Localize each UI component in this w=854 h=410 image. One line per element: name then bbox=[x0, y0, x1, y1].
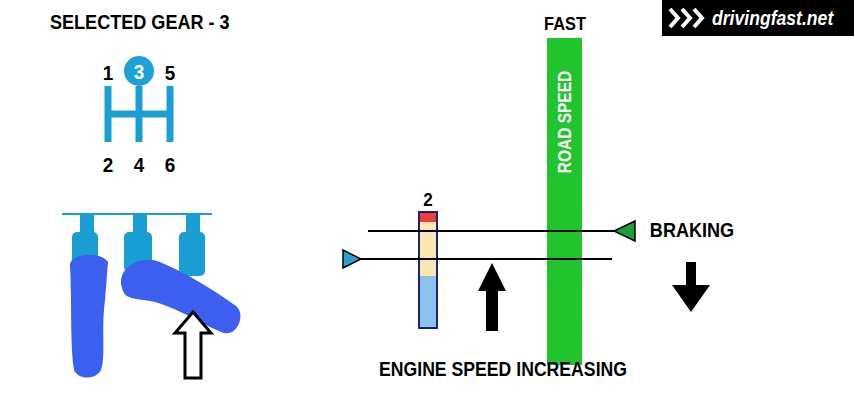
up-arrow bbox=[478, 263, 506, 331]
brake-pedal bbox=[124, 232, 152, 272]
road-speed-bar: FASTROAD SPEED bbox=[547, 38, 582, 365]
left-foot bbox=[70, 255, 108, 378]
gear-number: 6 bbox=[165, 154, 176, 175]
node-label: 3 bbox=[134, 61, 145, 82]
throttle-pedal bbox=[179, 232, 205, 276]
node-text: ROAD SPEED bbox=[556, 71, 574, 173]
clutch-pedal bbox=[72, 232, 98, 268]
gear-number: 4 bbox=[134, 154, 145, 175]
title: SELECTED GEAR - 3 bbox=[50, 11, 230, 32]
gear-gate bbox=[105, 86, 112, 142]
pedal-arm bbox=[80, 214, 94, 234]
pedals bbox=[62, 214, 240, 378]
rev-bar: 2 bbox=[418, 211, 438, 329]
gear-pattern bbox=[105, 86, 173, 142]
selected-gear-circle: 3 bbox=[124, 56, 154, 86]
logo-box: drivingfast.net bbox=[662, 0, 854, 36]
right-foot bbox=[121, 260, 240, 334]
blip-arrow bbox=[175, 312, 211, 378]
down-arrow bbox=[672, 262, 710, 312]
gear-number: 5 bbox=[165, 62, 176, 83]
node-label: 2 bbox=[423, 190, 433, 209]
pedal-arm bbox=[186, 214, 200, 234]
engine-speed-marker bbox=[343, 250, 361, 268]
gear-gate bbox=[136, 86, 143, 142]
gear-number: 1 bbox=[103, 62, 114, 83]
gear-gate bbox=[105, 111, 173, 118]
annotation: BRAKING bbox=[650, 219, 734, 240]
gear-number: 2 bbox=[103, 154, 114, 175]
pedal-arm bbox=[133, 214, 147, 234]
node-label: drivingfast.net bbox=[712, 8, 833, 28]
pedal-bar bbox=[62, 213, 212, 215]
node-label: FAST bbox=[544, 14, 586, 33]
road-speed-marker bbox=[614, 221, 635, 241]
gear-gate bbox=[167, 86, 174, 142]
annotation: ENGINE SPEED INCREASING bbox=[379, 358, 627, 379]
